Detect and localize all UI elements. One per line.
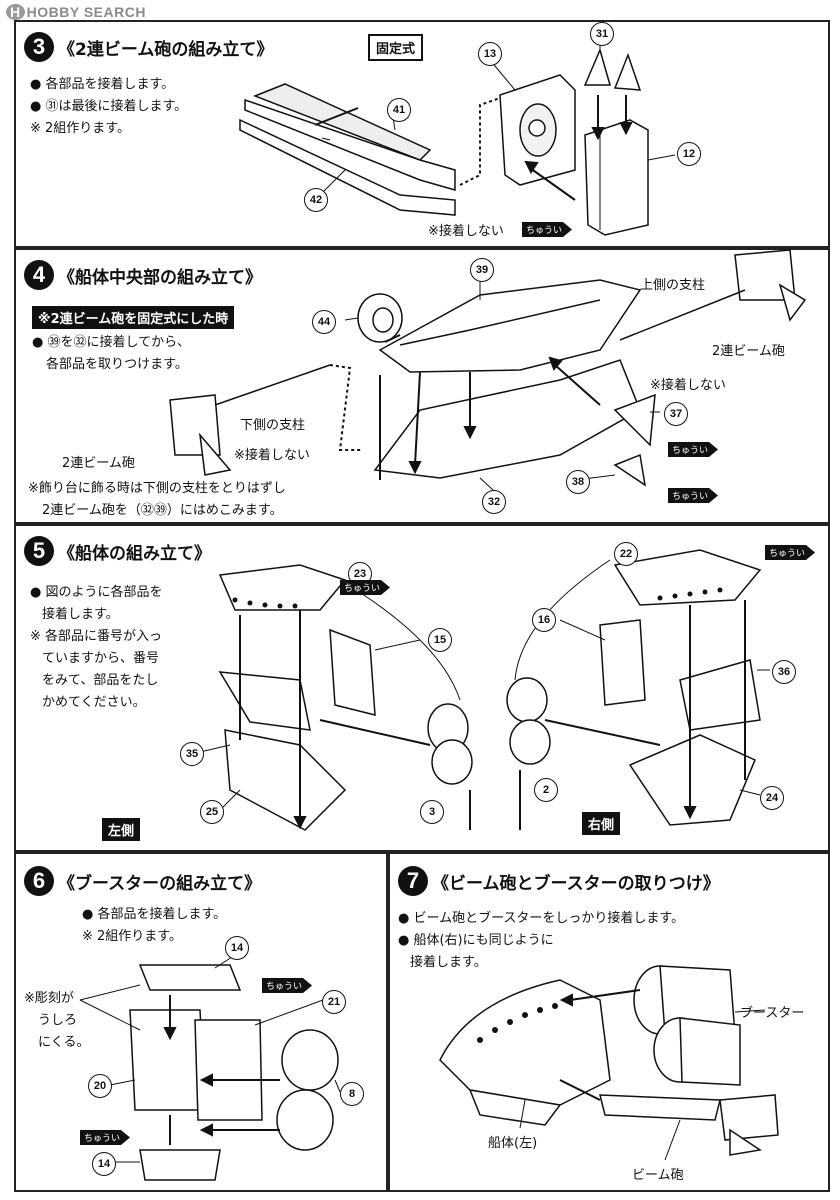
step-number-badge: 7: [398, 866, 428, 896]
step4-illustration: [169, 249, 807, 491]
part-8-callout: 8: [340, 1082, 364, 1106]
step-number-badge: 3: [24, 32, 54, 62]
step6-panel: [14, 852, 388, 1192]
step6-notes: ● 各部品を接着します。 ※ 2組作ります。: [82, 907, 227, 944]
step7-notes: ● ビーム砲とブースターをしっかり接着します。 ● 船体(右)にも同じように 接…: [398, 911, 685, 970]
beam-cannon-right-label: 2連ビーム砲: [712, 344, 785, 359]
part-12-callout: 12: [677, 142, 701, 166]
hull-left-label: 船体(左): [488, 1136, 538, 1151]
part-36-callout: 36: [772, 660, 796, 684]
caution-arrow: ちゅうい: [522, 222, 573, 237]
part-39-callout: 39: [470, 258, 494, 282]
step-title-text: 《ブースターの組み立て》: [58, 873, 262, 894]
step-title-text: 《2連ビーム砲の組み立て》: [58, 39, 274, 60]
part-20-callout: 20: [88, 1074, 112, 1098]
step-title-text: 《船体中央部の組み立て》: [58, 267, 262, 288]
step4-panel: [14, 248, 830, 524]
part-14b-callout: 14: [92, 1152, 116, 1176]
step-number-badge: 5: [24, 536, 54, 566]
step7-panel: [388, 852, 830, 1192]
step-title-text: 《ビーム砲とブースターの取りつけ》: [432, 873, 720, 894]
part-35-callout: 35: [180, 742, 204, 766]
step-number-badge: 6: [24, 866, 54, 896]
part-14-callout: 14: [225, 936, 249, 960]
caution-arrow: ちゅうい: [80, 1130, 131, 1145]
no-glue-left-label: ※接着しない: [234, 448, 310, 463]
step5-title: 5 《船体の組み立て》: [24, 536, 211, 566]
part-44-callout: 44: [312, 310, 336, 334]
part-16-callout: 16: [532, 608, 556, 632]
beam-cannon-left-label: 2連ビーム砲: [62, 456, 135, 471]
caution-arrow: ちゅうい: [340, 580, 391, 595]
caution-arrow: ちゅうい: [262, 978, 313, 993]
part-15-callout: 15: [428, 628, 452, 652]
caution-arrow: ちゅうい: [668, 442, 719, 457]
part-32-callout: 32: [482, 490, 506, 514]
step3-notes: ● 各部品を接着します。 ● ㉛は最後に接着します。 ※ 2組作ります。: [30, 77, 188, 136]
beam-cannon-label: ビーム砲: [632, 1168, 684, 1183]
no-glue-right-label: ※接着しない: [650, 378, 726, 393]
part-38-callout: 38: [566, 470, 590, 494]
booster-label: ブースター: [740, 1006, 805, 1021]
part-31-callout: 31: [590, 22, 614, 46]
step5-panel: [14, 524, 830, 852]
part-3-callout: 3: [420, 800, 444, 824]
fixed-mount-banner: ※2連ビーム砲を固定式にした時: [32, 306, 235, 329]
step7-title: 7 《ビーム砲とブースターの取りつけ》: [398, 866, 720, 896]
fixed-type-badge: 固定式: [368, 34, 424, 61]
step6-illustration: [79, 954, 341, 1181]
step4-notes: ● ㊴を㉜に接着してから、 各部品を取りつけます。: [32, 335, 191, 372]
lower-post-label: 下側の支柱: [240, 418, 306, 433]
part-37-callout: 37: [664, 402, 688, 426]
step4-title: 4 《船体中央部の組み立て》: [24, 260, 262, 290]
step3-illustration: [239, 40, 676, 236]
no-glue-label: ※接着しない: [428, 224, 504, 239]
part-25-callout: 25: [200, 800, 224, 824]
step5-illustration: [199, 549, 770, 831]
part-24-callout: 24: [760, 786, 784, 810]
step6-title: 6 《ブースターの組み立て》: [24, 866, 261, 896]
step4-bottom-notes: ※飾り台に飾る時は下側の支柱をとりはずし 2連ビーム砲を（㉜㊴）にはめこみます。: [28, 481, 286, 518]
part-42-callout: 42: [304, 188, 328, 212]
step3-title: 3 《2連ビーム砲の組み立て》: [24, 32, 273, 62]
step-number-badge: 4: [24, 260, 54, 290]
step5-notes: ● 図のように各部品を 接着します。 ※ 各部品に番号が入っ ていますから、番号…: [30, 585, 163, 710]
right-side-badge: 右側: [582, 812, 621, 835]
part-21-callout: 21: [322, 990, 346, 1014]
part-41-callout: 41: [387, 98, 411, 122]
step-title-text: 《船体の組み立て》: [58, 543, 211, 564]
upper-post-label: 上側の支柱: [640, 278, 706, 293]
part-2-callout: 2: [534, 778, 558, 802]
part-22-callout: 22: [614, 542, 638, 566]
step3-panel: [14, 20, 830, 248]
part-13-callout: 13: [478, 42, 502, 66]
step6-side-note: ※彫刻が うしろ にくる。: [24, 991, 90, 1050]
caution-arrow: ちゅうい: [668, 488, 719, 503]
caution-arrow: ちゅうい: [765, 545, 816, 560]
left-side-badge: 左側: [102, 818, 141, 841]
